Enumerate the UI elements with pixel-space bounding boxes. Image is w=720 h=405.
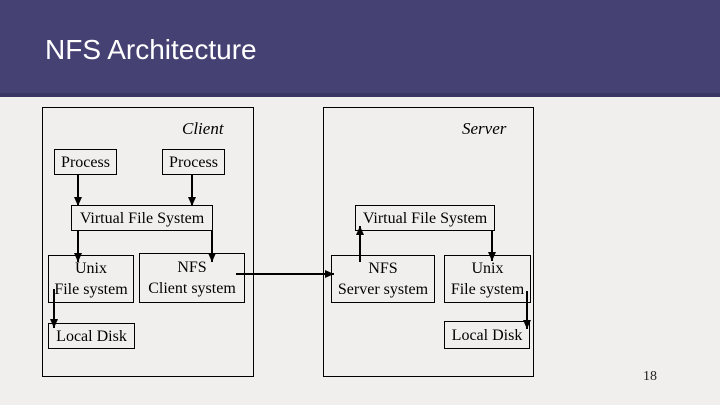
- server-vfs-label: Virtual File System: [362, 209, 488, 227]
- nfs-server-system-box: NFS Server system: [331, 255, 435, 303]
- server-unix-fs-label-line1: Unix: [471, 260, 504, 277]
- client-process-left-box: Process: [54, 149, 117, 175]
- client-process-left-label: Process: [61, 153, 110, 171]
- server-unix-fs-label-line2: File system: [450, 281, 525, 298]
- nfs-server-label-line1: NFS: [368, 260, 398, 277]
- server-virtual-file-system-box: Virtual File System: [355, 205, 495, 231]
- server-local-disk-box: Local Disk: [444, 321, 530, 349]
- slide-title: NFS Architecture: [45, 34, 257, 65]
- server-unix-file-system-box: Unix File system: [444, 255, 531, 303]
- nfs-client-label-line1: NFS: [177, 259, 207, 276]
- client-local-disk-box: Local Disk: [48, 323, 135, 349]
- client-process-right-label: Process: [169, 153, 218, 171]
- title-banner: NFS Architecture: [0, 0, 720, 97]
- client-virtual-file-system-box: Virtual File System: [71, 205, 213, 231]
- server-local-disk-label: Local Disk: [451, 326, 523, 344]
- client-unix-fs-label-line1: Unix: [75, 260, 107, 277]
- client-vfs-label: Virtual File System: [79, 209, 205, 227]
- client-unix-file-system-box: Unix File system: [48, 255, 134, 303]
- slide-page-number: 18: [643, 369, 657, 384]
- client-machine-box: [42, 107, 254, 377]
- nfs-client-system-box: NFS Client system: [139, 253, 245, 303]
- client-local-disk-label: Local Disk: [56, 327, 127, 345]
- nfs-server-label-line2: Server system: [337, 281, 429, 298]
- server-region-label: Server: [462, 119, 507, 138]
- client-process-right-box: Process: [162, 149, 225, 175]
- server-machine-box: [323, 107, 534, 377]
- client-unix-fs-label-line2: File system: [54, 281, 128, 298]
- client-region-label: Client: [182, 119, 224, 138]
- nfs-client-label-line2: Client system: [148, 280, 236, 297]
